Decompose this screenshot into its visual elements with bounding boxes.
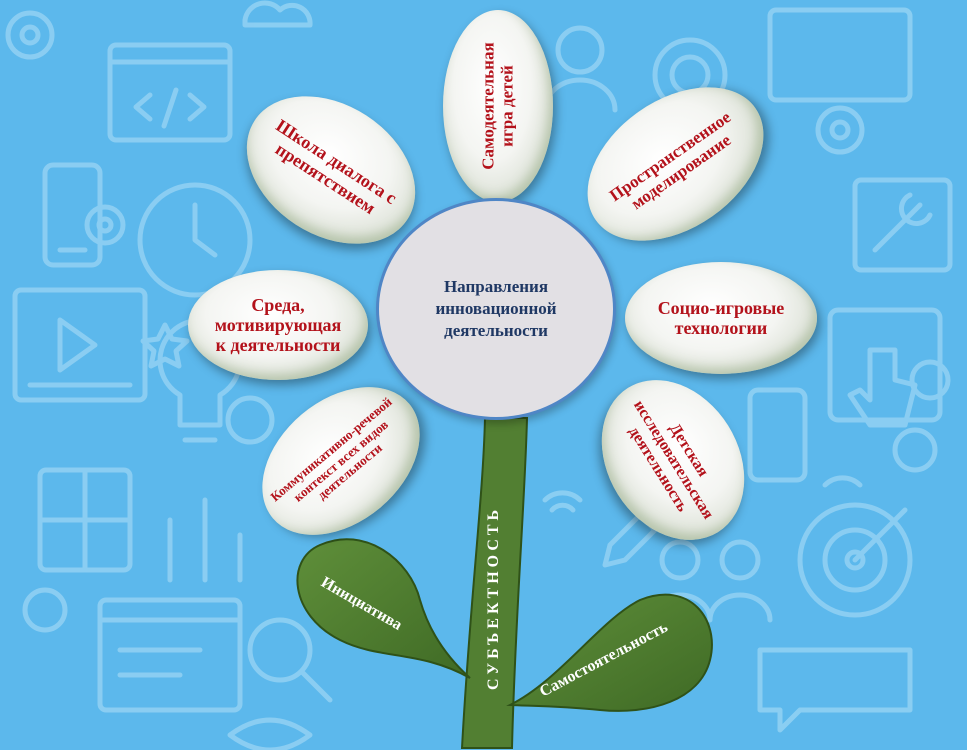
phone-icon [747, 387, 808, 483]
gear-icon [5, 10, 55, 60]
wifi-icon [542, 490, 583, 513]
flower-stem [460, 417, 529, 749]
eye-icon [227, 717, 313, 750]
pencil-icon [602, 512, 658, 568]
gear-icon [909, 359, 951, 401]
bar-chart-icon [167, 497, 243, 583]
magnifier-icon [892, 427, 938, 473]
petal-label: Пространственное моделирование [605, 107, 735, 214]
petal-label: Самодеятельная игра детей [478, 42, 517, 170]
petal-environment: Среда, мотивирующая к деятельности [188, 270, 368, 380]
browser-window-icon [97, 597, 243, 713]
star-icon [140, 322, 190, 369]
gear-icon [225, 395, 275, 445]
monitor-icon [767, 7, 913, 103]
code-window-icon [107, 42, 233, 143]
center-label: Направления инновационной деятельности [435, 276, 557, 341]
cloud-icon [242, 0, 313, 28]
people-group-icon [659, 539, 701, 581]
person-icon [555, 25, 605, 75]
petal-label: Среда, мотивирующая к деятельности [214, 294, 342, 356]
chat-bubble-icon [757, 647, 913, 733]
leaf-initiative [296, 538, 471, 679]
center-circle: Направления инновационной деятельности [376, 198, 616, 420]
petal-self-play: Самодеятельная игра детей [443, 10, 553, 202]
phone-icon [42, 162, 103, 268]
petal-label: Школа диалога с препятствием [271, 115, 401, 219]
wrench-icon [852, 177, 953, 273]
stem-label: СУБЪЕКТНОСТЬ [485, 506, 502, 690]
clock-icon [137, 182, 253, 298]
gear-icon [84, 204, 126, 246]
petal-socio-game: Социо-игровые технологии [625, 262, 817, 374]
hand-pointer-icon [847, 347, 918, 428]
target-icon [797, 502, 913, 618]
gear-icon [815, 105, 865, 155]
petal-label: Социо-игровые технологии [657, 297, 785, 338]
petal-label: Детская исследовательская деятельность [625, 397, 717, 523]
gear-icon [22, 587, 68, 633]
leaf-independence [506, 593, 713, 712]
magnifier-icon [247, 617, 313, 683]
